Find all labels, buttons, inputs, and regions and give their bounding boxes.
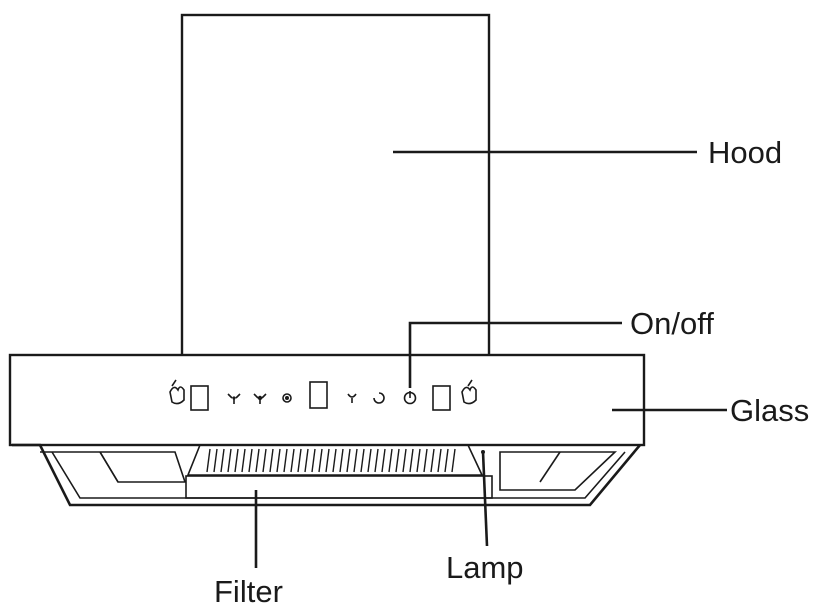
- label-filter: Filter: [214, 574, 283, 609]
- filter-slat: [444, 448, 449, 473]
- filter-slat: [451, 448, 456, 473]
- filter-slat: [283, 448, 288, 473]
- filter-slat: [395, 448, 400, 473]
- filter-slat: [290, 448, 295, 473]
- filter-slat: [388, 448, 393, 473]
- filter-slat: [416, 448, 421, 473]
- filter-slat: [255, 448, 260, 473]
- filter-slat: [360, 448, 365, 473]
- filter-slat: [269, 448, 274, 473]
- display-window-icon: [190, 385, 209, 411]
- lamp-leader-line: [481, 451, 489, 547]
- filter-slat: [339, 448, 344, 473]
- timer-icon: [373, 392, 385, 404]
- filter-slat: [346, 448, 351, 473]
- fan-icon: [227, 393, 241, 404]
- filter-slat: [409, 448, 414, 473]
- filter-slat: [353, 448, 358, 473]
- label-lamp: Lamp: [446, 550, 524, 585]
- filter-slat: [297, 448, 302, 473]
- hand-left-icon: [169, 379, 185, 405]
- filter-slat: [430, 448, 435, 473]
- filter-slat: [206, 448, 211, 473]
- filter-slat: [367, 448, 372, 473]
- filter-slat: [437, 448, 442, 473]
- filter-grille: [185, 444, 493, 499]
- filter-slat: [381, 448, 386, 473]
- filter-slat: [262, 448, 267, 473]
- filter-slat: [318, 448, 323, 473]
- filter-slat: [304, 448, 309, 473]
- hood-chimney: [180, 13, 491, 362]
- filter-slat: [332, 448, 337, 473]
- hand-right-icon: [461, 379, 477, 405]
- fan-high-icon: [282, 393, 292, 403]
- label-on-off: On/off: [630, 306, 714, 341]
- filter-slat: [248, 448, 253, 473]
- filter-slat: [234, 448, 239, 473]
- filter-slat: [227, 448, 232, 473]
- display-window-icon: [432, 385, 451, 411]
- label-glass: Glass: [730, 393, 809, 428]
- filter-slat: [402, 448, 407, 473]
- filter-slat: [220, 448, 225, 473]
- lamp-icon: [347, 393, 357, 403]
- filter-slat: [276, 448, 281, 473]
- power-icon: [403, 391, 417, 405]
- filter-slat: [241, 448, 246, 473]
- filter-slat: [325, 448, 330, 473]
- control-panel: [169, 379, 477, 411]
- label-hood: Hood: [708, 135, 782, 170]
- filter-slat: [311, 448, 316, 473]
- fan-speed-icon: [253, 393, 267, 404]
- filter-slat: [423, 448, 428, 473]
- filter-slat: [213, 448, 218, 473]
- on-off-leader-line: [408, 321, 622, 388]
- display-window-icon: [309, 381, 328, 409]
- lamp-marker: [481, 450, 485, 454]
- filter-slat: [374, 448, 379, 473]
- filter-slats: [206, 448, 456, 473]
